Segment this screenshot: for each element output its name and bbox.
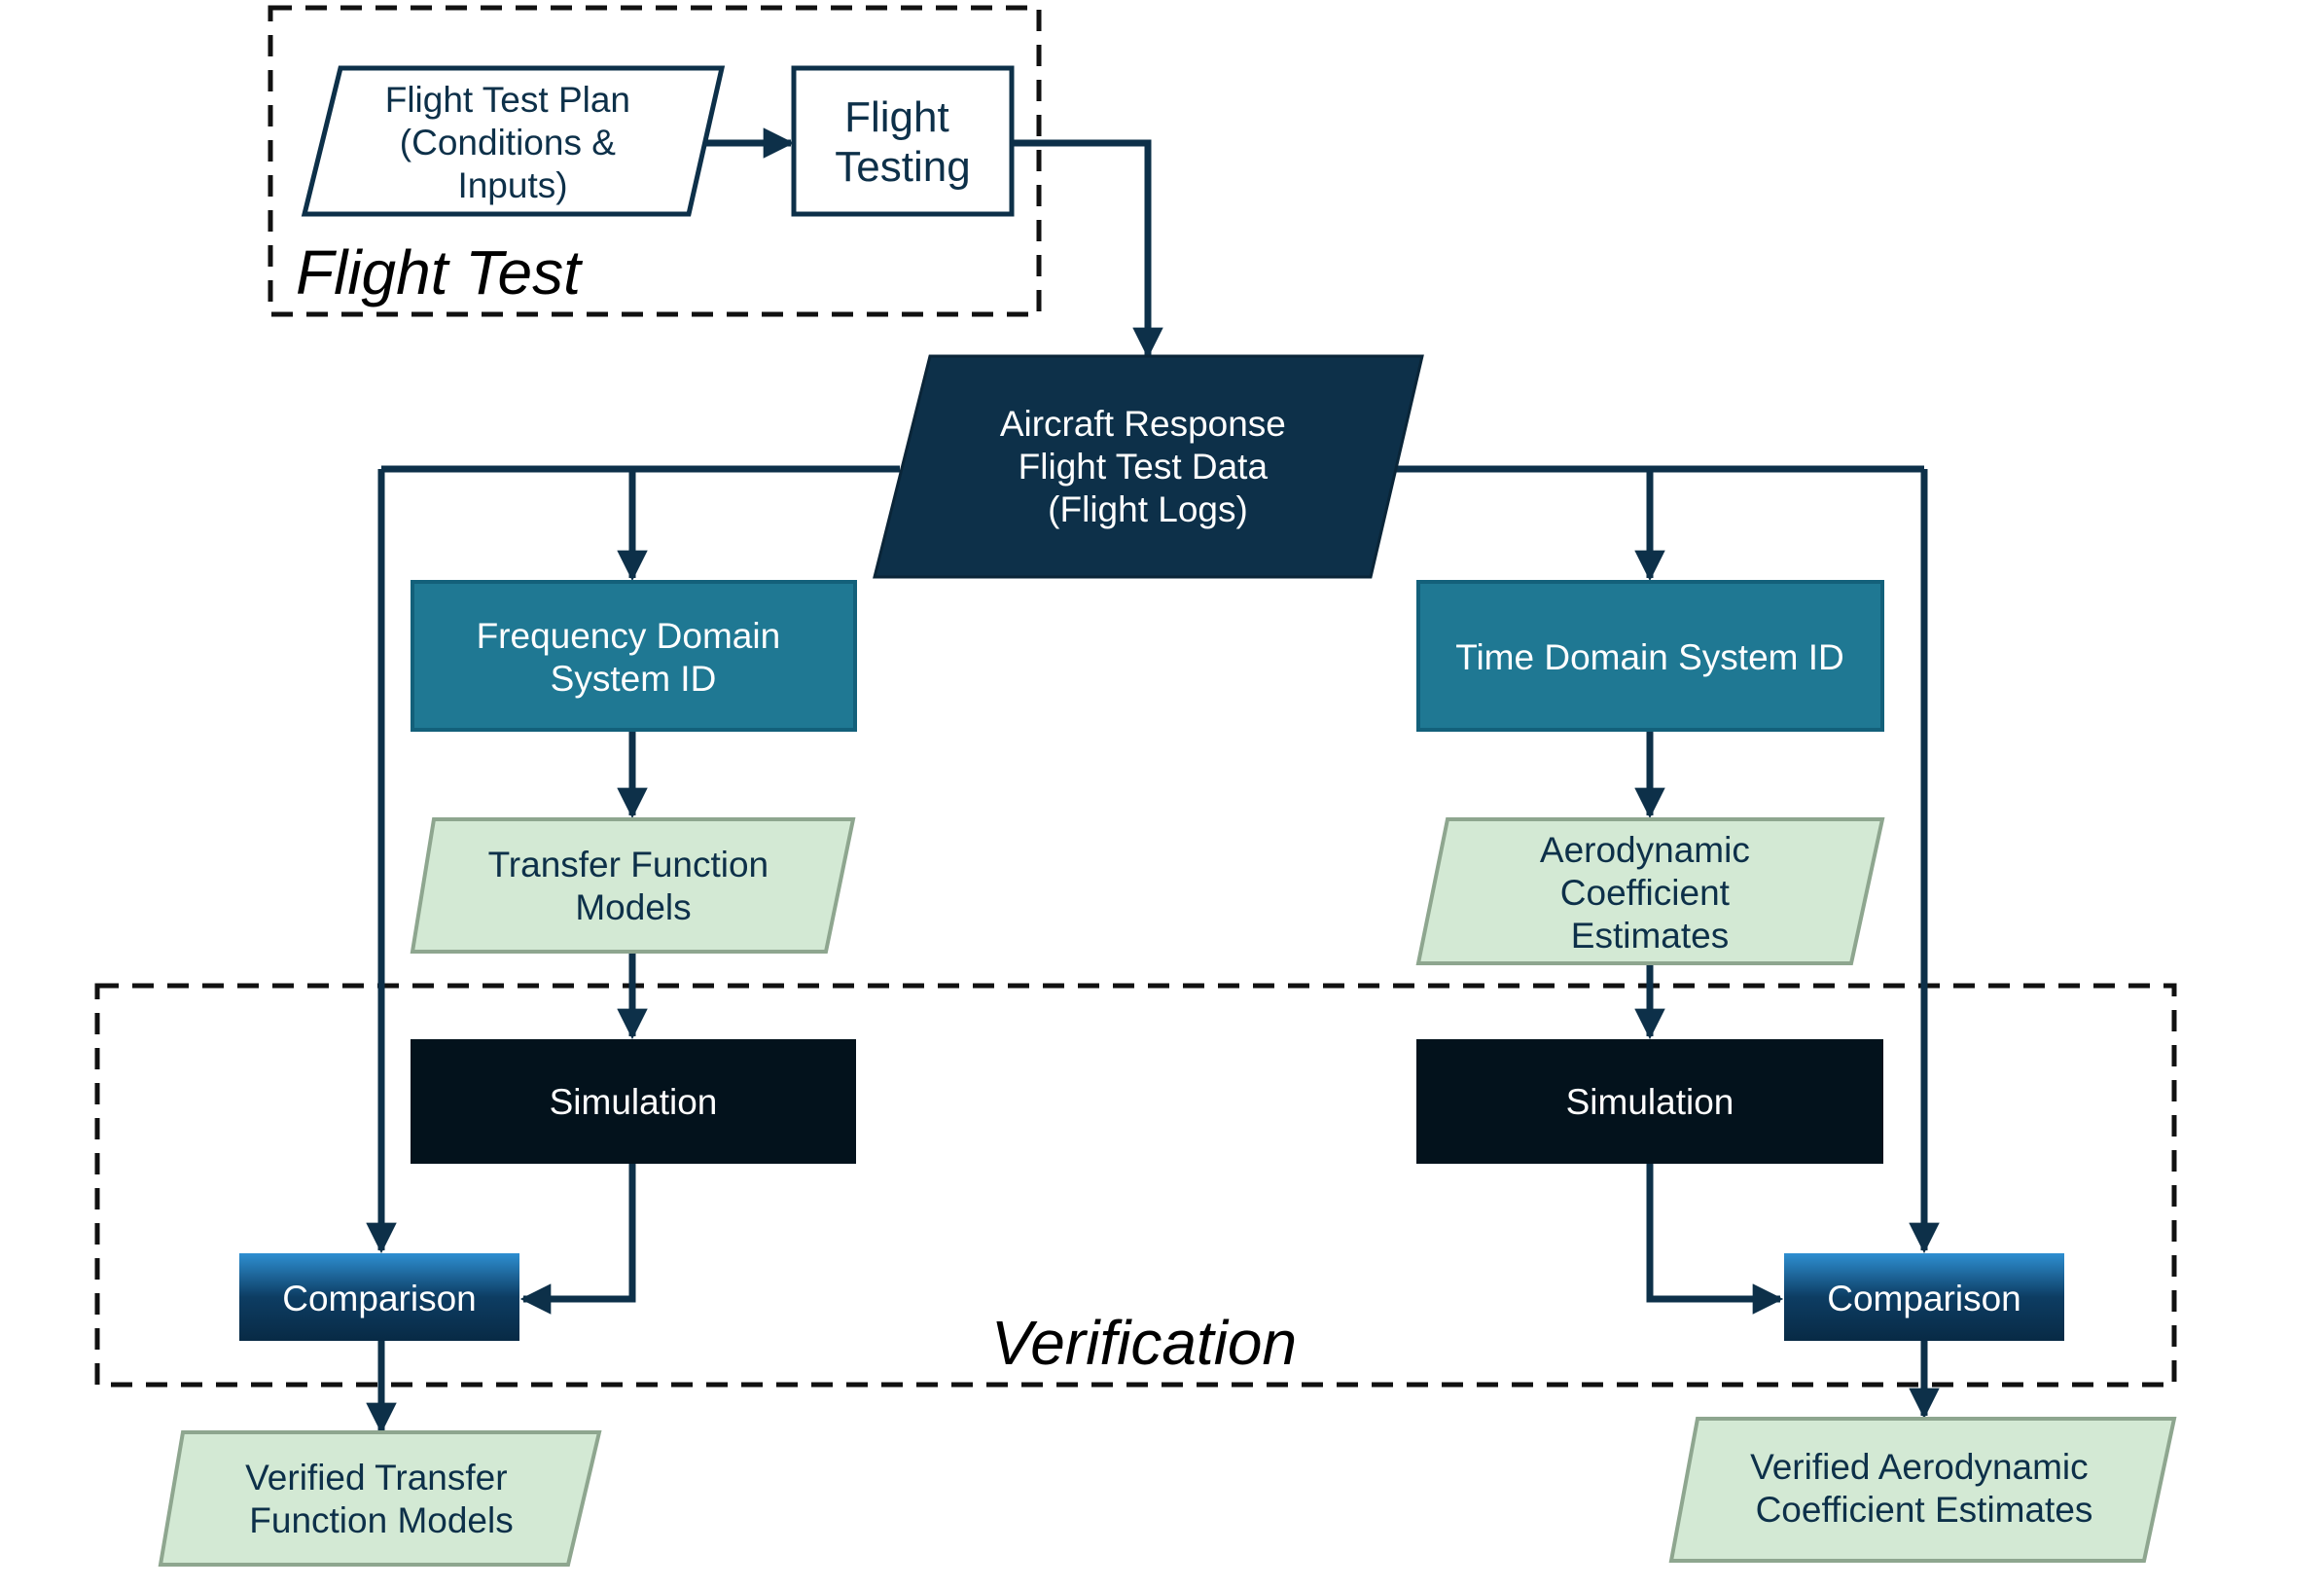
flight-test-group-border <box>268 5 1042 317</box>
node-flight-testing: Flight Testing <box>791 65 1015 217</box>
svg-text:Comparison: Comparison <box>282 1279 476 1318</box>
node-simulation-left: Simulation <box>411 1039 856 1164</box>
node-flight-test-plan: Flight Test Plan (Conditions & Inputs) <box>301 65 726 217</box>
svg-text:Aircraft Response Flight: Aircraft Response Flight Test Data (Flig… <box>1000 404 1296 529</box>
sim-left-line-1: Simulation <box>550 1082 718 1122</box>
node-verified-transfer-function-models: Verified Transfer Function Models <box>158 1430 602 1567</box>
node-verified-aerodynamic-coefficient-estimates: Verified Aerodynamic Coefficient Estimat… <box>1668 1417 2177 1563</box>
svg-text:Flight Testing: Flight Testing <box>835 93 970 191</box>
ver-aero-line-1: Verified Aerodynamic <box>1750 1447 2089 1487</box>
verification-group: Verification <box>94 983 2177 1388</box>
verification-group-label: Verification <box>991 1308 1297 1378</box>
svg-text:Frequency Domain System: Frequency Domain System ID <box>477 616 791 699</box>
ver-tf-line-2: Function Models <box>249 1500 513 1540</box>
svg-text:Transfer Function Models: Transfer Function Models <box>488 845 779 927</box>
freq-line-1: Frequency Domain <box>477 616 781 656</box>
sim-right-line-1: Simulation <box>1566 1082 1734 1122</box>
aero-line-3: Estimates <box>1571 916 1729 956</box>
aero-line-1: Aerodynamic <box>1540 830 1750 870</box>
cmp-right-line-1: Comparison <box>1827 1279 2020 1318</box>
svg-text:Simulation: Simulation <box>550 1082 718 1122</box>
arrow-sim-to-cmp-right <box>1646 1164 1784 1315</box>
svg-text:Verified Transfer Functi: Verified Transfer Function Models <box>245 1458 518 1540</box>
svg-text:Aerodynamic Coefficient: Aerodynamic Coefficient Estimates <box>1540 830 1760 956</box>
testing-line-2: Testing <box>835 143 970 191</box>
svg-text:Time Domain System ID: Time Domain System ID <box>1455 637 1844 677</box>
node-comparison-left: Comparison <box>239 1253 519 1341</box>
node-aircraft-response: Aircraft Response Flight Test Data (Flig… <box>873 354 1424 579</box>
plan-line-3: Inputs) <box>457 165 567 205</box>
flight-test-group-label: Flight Test <box>296 237 583 307</box>
time-line-1: Time Domain System ID <box>1455 637 1844 677</box>
ver-aero-line-2: Coefficient Estimates <box>1756 1490 2093 1530</box>
node-comparison-right: Comparison <box>1784 1253 2064 1341</box>
cmp-left-line-1: Comparison <box>282 1279 476 1318</box>
svg-text:Flight Test Plan (Condit: Flight Test Plan (Conditions & Inputs) <box>385 80 641 205</box>
aero-line-2: Coefficient <box>1560 873 1731 913</box>
node-aerodynamic-coefficient-estimates: Aerodynamic Coefficient Estimates <box>1415 817 1885 965</box>
svg-text:Comparison: Comparison <box>1827 1279 2020 1318</box>
connectors <box>366 127 1940 1434</box>
arrow-testing-to-response <box>1012 139 1163 359</box>
plan-line-1: Flight Test Plan <box>385 80 630 120</box>
node-transfer-function-models: Transfer Function Models <box>410 817 856 954</box>
flight-test-group: Flight Test <box>268 5 1042 317</box>
svg-text:Simulation: Simulation <box>1566 1082 1734 1122</box>
response-line-1: Aircraft Response <box>1000 404 1286 444</box>
response-line-2: Flight Test Data <box>1019 447 1269 487</box>
response-line-3: (Flight Logs) <box>1048 489 1248 529</box>
plan-line-2: (Conditions & <box>400 123 616 162</box>
tf-line-2: Models <box>575 887 691 927</box>
testing-line-1: Flight <box>844 93 949 141</box>
node-frequency-domain-system-id: Frequency Domain System ID <box>411 580 857 732</box>
node-time-domain-system-id: Time Domain System ID <box>1416 580 1884 732</box>
node-simulation-right: Simulation <box>1416 1039 1883 1164</box>
freq-line-2: System ID <box>551 659 717 699</box>
tf-line-1: Transfer Function <box>488 845 769 884</box>
arrow-sim-to-cmp-left <box>519 1164 636 1315</box>
ver-tf-line-1: Verified Transfer <box>245 1458 507 1498</box>
svg-text:Verified Aerodynamic Coe: Verified Aerodynamic Coefficient Estimat… <box>1750 1447 2098 1530</box>
verification-group-border <box>94 983 2177 1388</box>
